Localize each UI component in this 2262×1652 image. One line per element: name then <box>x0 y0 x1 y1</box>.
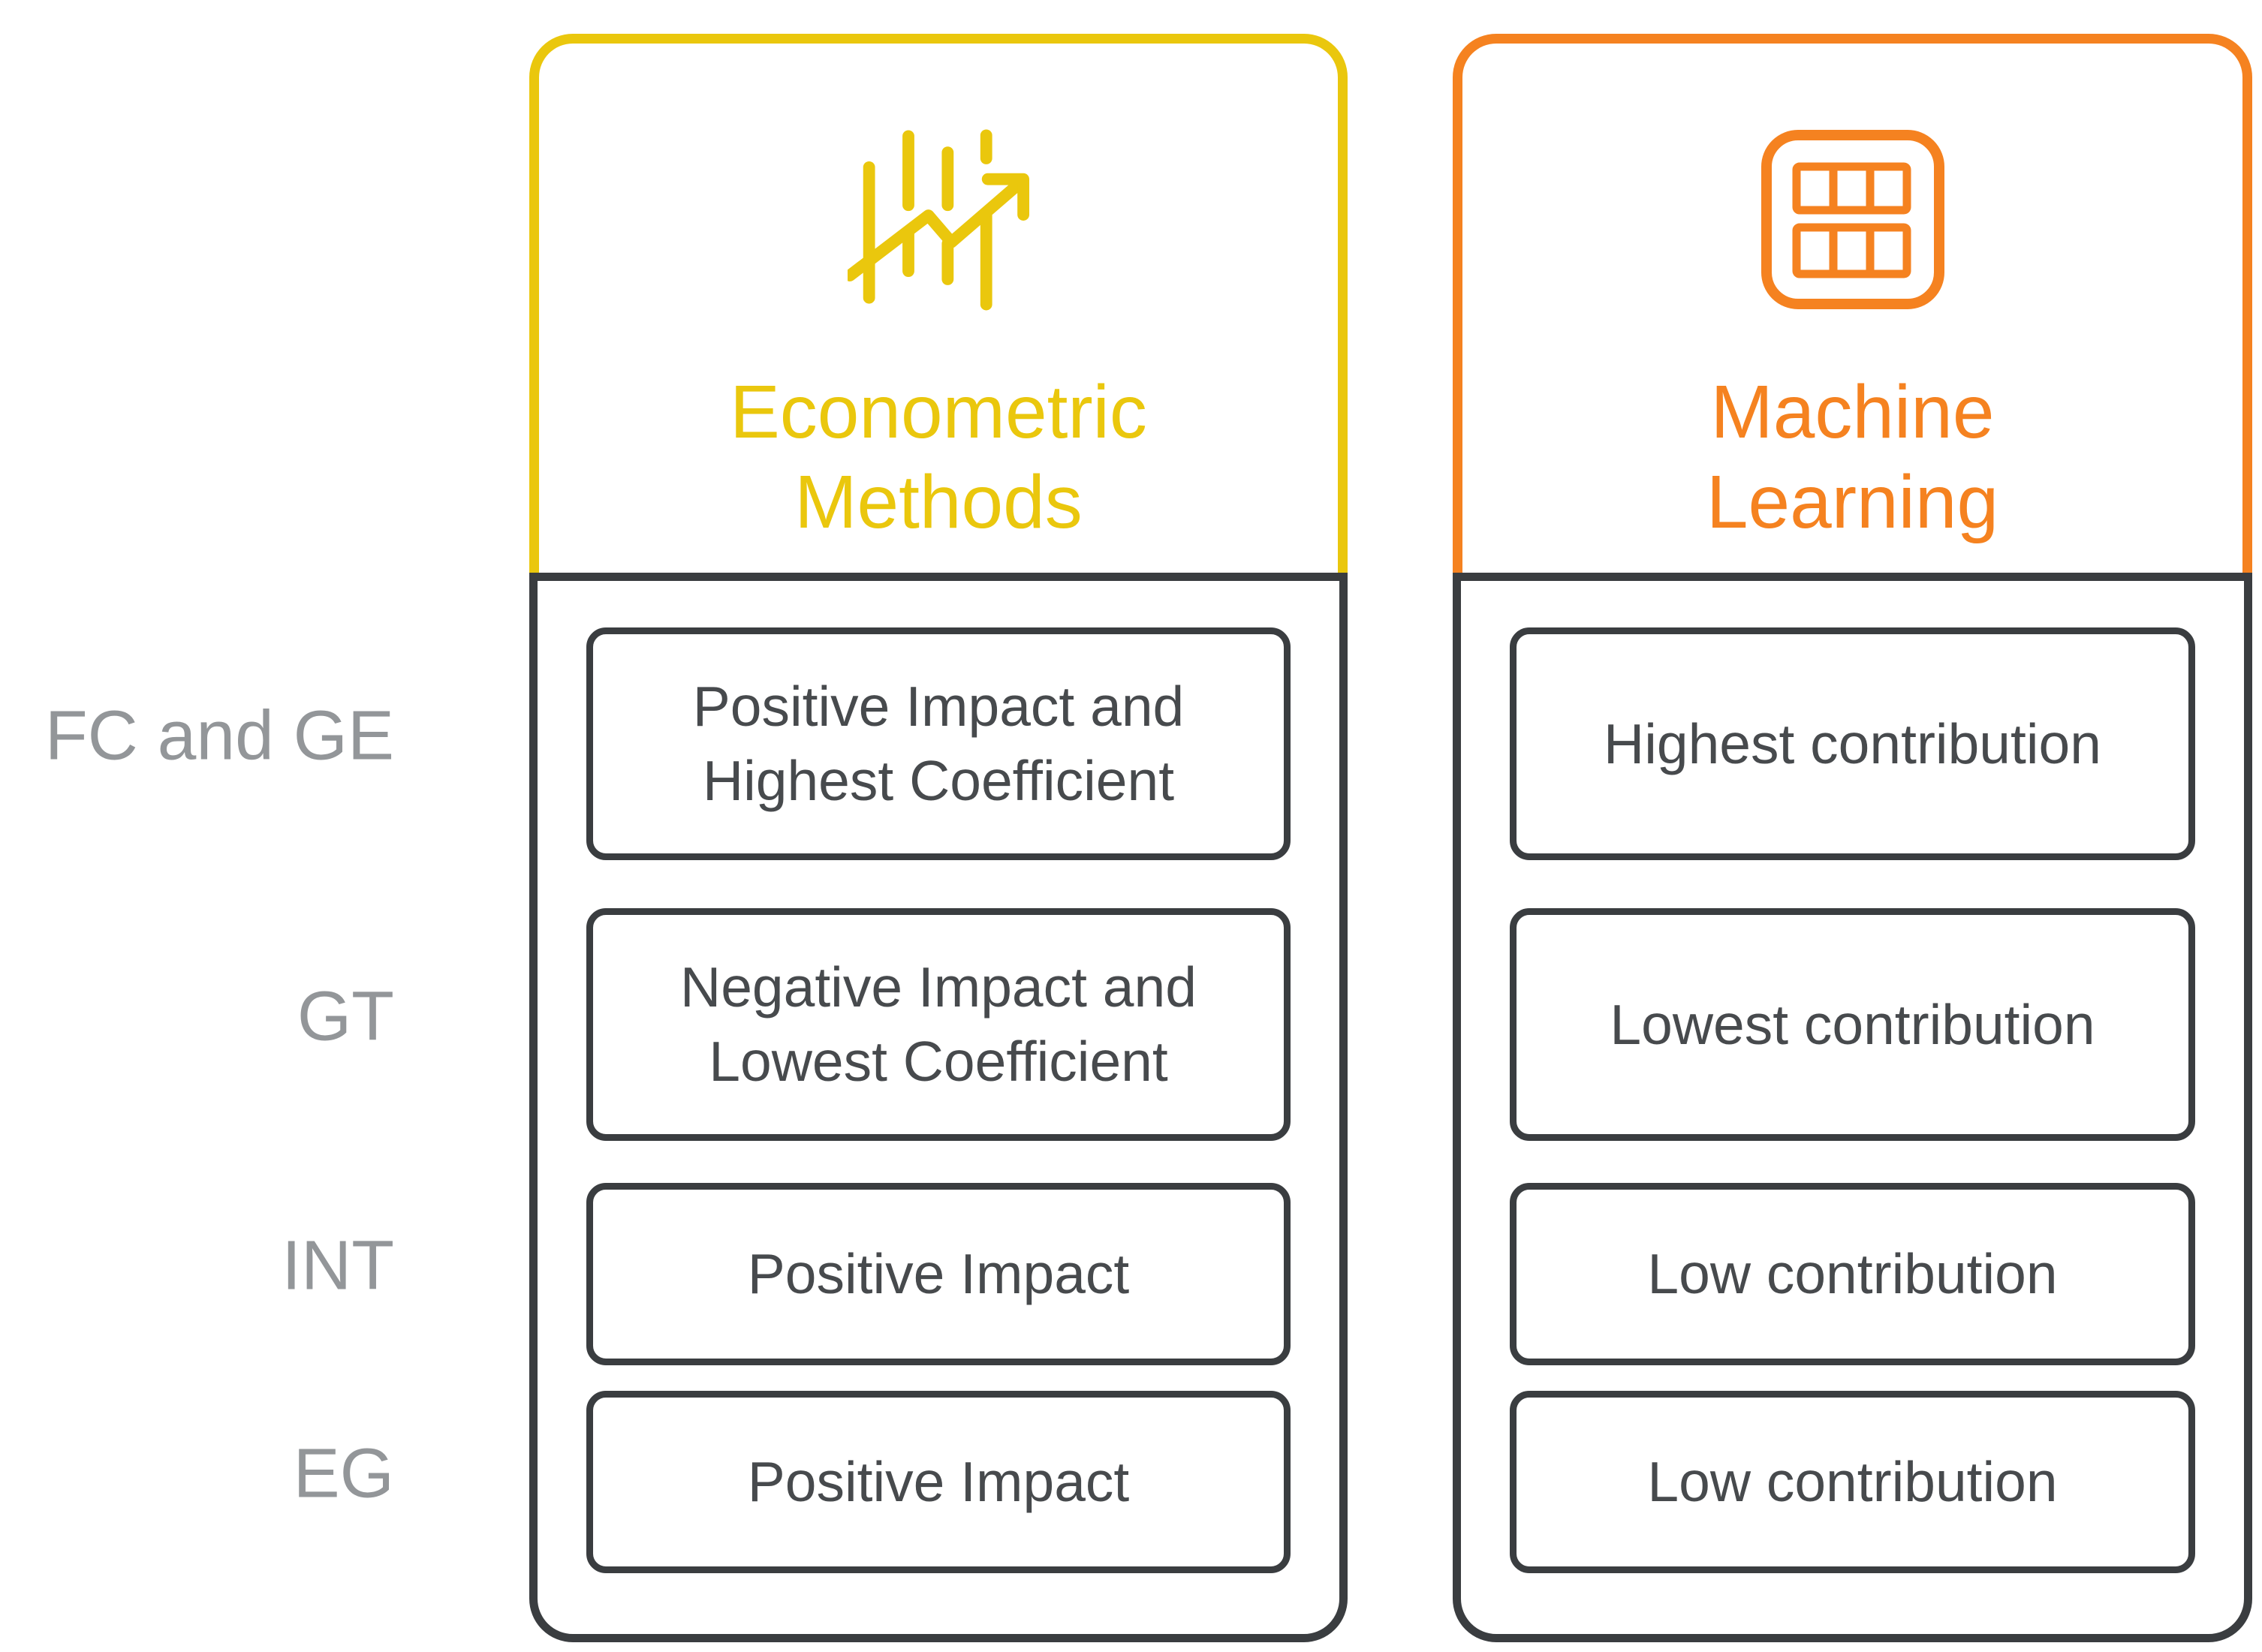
row-label-gt: GT <box>297 976 394 1055</box>
econ-cell-eg: Positive Impact <box>586 1391 1291 1573</box>
ml-cell-eg: Low contribution <box>1510 1391 2195 1573</box>
row-label-fc-and-ge: FC and GE <box>44 696 394 775</box>
ml-cell-gt: Lowest contribution <box>1510 908 2195 1141</box>
table-grid-icon <box>1761 128 1944 311</box>
ml-cell-fc-and-ge: Highest contribution <box>1510 627 2195 860</box>
econ-cell-int: Positive Impact <box>586 1183 1291 1365</box>
econ-cell-gt: Negative Impact and Lowest Coefficient <box>586 908 1291 1141</box>
machine-learning-body: Highest contribution Lowest contribution… <box>1453 573 2252 1642</box>
ml-cell-int: Low contribution <box>1510 1183 2195 1365</box>
econ-cell-fc-and-ge: Positive Impact and Highest Coefficient <box>586 627 1291 860</box>
trend-chart-icon <box>848 128 1029 311</box>
row-label-int: INT <box>282 1226 394 1304</box>
row-label-eg: EG <box>293 1434 394 1512</box>
econometric-methods-body: Positive Impact and Highest Coefficient … <box>529 573 1348 1642</box>
